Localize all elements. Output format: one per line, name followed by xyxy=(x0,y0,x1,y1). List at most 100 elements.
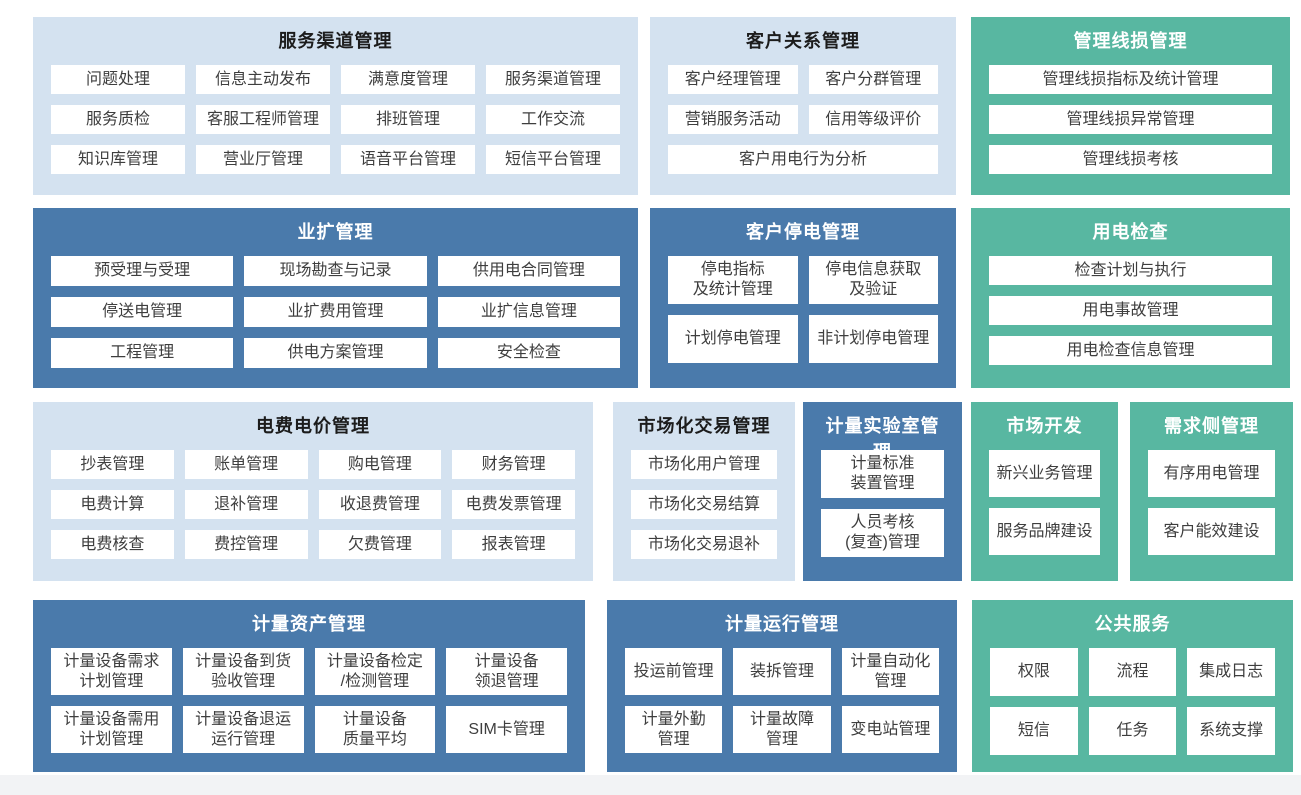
module-item: 任务 xyxy=(1088,707,1177,755)
module-item: 管理线损异常管理 xyxy=(989,105,1272,134)
panel-business-expansion: 业扩管理预受理与受理现场勘查与记录供用电合同管理停送电管理业扩费用管理业扩信息管… xyxy=(33,208,638,388)
panel-title-business-expansion: 业扩管理 xyxy=(297,222,374,242)
panel-metering-operation: 计量运行管理投运前管理装拆管理计量自动化 管理计量外勤 管理计量故障 管理变电站… xyxy=(607,600,957,772)
panel-items: 检查计划与执行用电事故管理用电检查信息管理 xyxy=(989,256,1272,365)
panel-title-billing-pricing: 电费电价管理 xyxy=(256,416,370,436)
module-item: 客户用电行为分析 xyxy=(668,145,938,174)
module-item: 用电事故管理 xyxy=(989,296,1272,325)
module-item: 用电检查信息管理 xyxy=(989,336,1272,365)
module-item: 满意度管理 xyxy=(341,65,475,94)
module-item: 非计划停电管理 xyxy=(808,315,938,363)
panel-title-customer-relationship: 客户关系管理 xyxy=(746,31,860,51)
module-item: 知识库管理 xyxy=(51,145,185,174)
module-item: 电费核查 xyxy=(51,530,174,559)
panel-public-service: 公共服务权限流程集成日志短信任务系统支撑 xyxy=(972,600,1293,772)
module-item: 工作交流 xyxy=(486,105,620,134)
module-item: 信用等级评价 xyxy=(808,105,938,134)
panel-customer-outage: 客户停电管理停电指标 及统计管理停电信息获取 及验证计划停电管理非计划停电管理 xyxy=(650,208,956,388)
module-item: 服务质检 xyxy=(51,105,185,134)
module-item: 市场化交易退补 xyxy=(631,530,777,559)
module-item: 检查计划与执行 xyxy=(989,256,1272,285)
module-item: 抄表管理 xyxy=(51,450,174,479)
module-item: 停送电管理 xyxy=(51,297,234,327)
module-item: 语音平台管理 xyxy=(341,145,475,174)
panel-items: 权限流程集成日志短信任务系统支撑 xyxy=(990,648,1275,755)
panel-items: 市场化用户管理市场化交易结算市场化交易退补 xyxy=(631,450,777,559)
module-item: 计量设备 领退管理 xyxy=(446,648,567,695)
panel-items: 管理线损指标及统计管理管理线损异常管理管理线损考核 xyxy=(989,65,1272,174)
module-item: 装拆管理 xyxy=(733,648,831,695)
module-item: 有序用电管理 xyxy=(1148,450,1275,497)
module-item: 短信平台管理 xyxy=(486,145,620,174)
panel-power-inspection: 用电检查检查计划与执行用电事故管理用电检查信息管理 xyxy=(971,208,1290,388)
module-item: 流程 xyxy=(1088,648,1177,696)
panel-title-metering-asset: 计量资产管理 xyxy=(252,614,366,634)
panel-items: 停电指标 及统计管理停电信息获取 及验证计划停电管理非计划停电管理 xyxy=(668,256,938,363)
module-item: 财务管理 xyxy=(452,450,575,479)
panel-customer-relationship: 客户关系管理客户经理管理客户分群管理营销服务活动信用等级评价客户用电行为分析 xyxy=(650,17,956,195)
panel-metering-asset: 计量资产管理计量设备需求 计划管理计量设备到货 验收管理计量设备检定 /检测管理… xyxy=(33,600,585,772)
module-item: 计量故障 管理 xyxy=(733,706,831,753)
panel-title-demand-side: 需求侧管理 xyxy=(1164,416,1259,436)
panel-title-service-channel: 服务渠道管理 xyxy=(278,31,393,51)
panel-title-customer-outage: 客户停电管理 xyxy=(746,222,860,242)
module-item: 计量自动化 管理 xyxy=(841,648,939,695)
module-item: 问题处理 xyxy=(51,65,185,94)
panel-items: 问题处理信息主动发布满意度管理服务渠道管理服务质检客服工程师管理排班管理工作交流… xyxy=(51,65,620,174)
module-item: 集成日志 xyxy=(1187,648,1275,696)
module-item: 管理线损指标及统计管理 xyxy=(989,65,1272,94)
module-item: 计量设备退运 运行管理 xyxy=(182,706,304,753)
panel-title-power-inspection: 用电检查 xyxy=(1092,222,1169,242)
module-item: 计量设备需求 计划管理 xyxy=(51,648,172,695)
module-item: 业扩信息管理 xyxy=(437,297,620,327)
module-item: SIM卡管理 xyxy=(446,706,567,753)
module-item: 计量外勤 管理 xyxy=(625,706,723,753)
module-item: 供用电合同管理 xyxy=(437,256,620,286)
module-item: 计量设备 质量平均 xyxy=(314,706,436,753)
module-item: 计量设备需用 计划管理 xyxy=(51,706,172,753)
panel-demand-side: 需求侧管理有序用电管理客户能效建设 xyxy=(1130,402,1293,581)
module-item: 服务渠道管理 xyxy=(486,65,620,94)
module-item: 管理线损考核 xyxy=(989,145,1272,174)
module-item: 购电管理 xyxy=(318,450,442,479)
module-item: 客户分群管理 xyxy=(808,65,938,94)
module-item: 停电信息获取 及验证 xyxy=(808,256,938,304)
module-item: 电费发票管理 xyxy=(452,490,575,519)
module-item: 费控管理 xyxy=(184,530,308,559)
module-item: 新兴业务管理 xyxy=(989,450,1100,497)
panel-market-development: 市场开发新兴业务管理服务品牌建设 xyxy=(971,402,1118,581)
panel-title-metering-operation: 计量运行管理 xyxy=(725,614,839,634)
module-item: 安全检查 xyxy=(437,338,620,368)
module-item: 权限 xyxy=(990,648,1078,696)
module-item: 市场化交易结算 xyxy=(631,490,777,519)
module-item: 营销服务活动 xyxy=(668,105,798,134)
module-item: 账单管理 xyxy=(184,450,308,479)
panel-service-channel: 服务渠道管理问题处理信息主动发布满意度管理服务渠道管理服务质检客服工程师管理排班… xyxy=(33,17,638,195)
panel-market-trading: 市场化交易管理市场化用户管理市场化交易结算市场化交易退补 xyxy=(613,402,795,581)
module-item: 报表管理 xyxy=(452,530,575,559)
module-item: 客户经理管理 xyxy=(668,65,798,94)
module-item: 系统支撑 xyxy=(1187,707,1275,755)
panel-items: 预受理与受理现场勘查与记录供用电合同管理停送电管理业扩费用管理业扩信息管理工程管… xyxy=(51,256,620,368)
bottom-strip xyxy=(0,775,1301,795)
panel-items: 计量设备需求 计划管理计量设备到货 验收管理计量设备检定 /检测管理计量设备 领… xyxy=(51,648,567,753)
module-item: 工程管理 xyxy=(51,338,234,368)
panel-line-loss: 管理线损管理管理线损指标及统计管理管理线损异常管理管理线损考核 xyxy=(971,17,1290,195)
panel-title-market-trading: 市场化交易管理 xyxy=(637,416,771,436)
module-item: 短信 xyxy=(990,707,1078,755)
panel-items: 计量标准 装置管理人员考核 (复查)管理 xyxy=(821,450,944,557)
module-item: 变电站管理 xyxy=(841,706,939,753)
panel-items: 客户经理管理客户分群管理营销服务活动信用等级评价客户用电行为分析 xyxy=(668,65,938,174)
module-item: 预受理与受理 xyxy=(51,256,234,286)
module-item: 排班管理 xyxy=(341,105,475,134)
panel-title-market-development: 市场开发 xyxy=(1006,416,1083,436)
module-item: 人员考核 (复查)管理 xyxy=(821,509,944,557)
module-item: 欠费管理 xyxy=(318,530,442,559)
module-item: 服务品牌建设 xyxy=(989,508,1100,555)
panel-items: 抄表管理账单管理购电管理财务管理电费计算退补管理收退费管理电费发票管理电费核查费… xyxy=(51,450,575,559)
module-item: 市场化用户管理 xyxy=(631,450,777,479)
panel-items: 投运前管理装拆管理计量自动化 管理计量外勤 管理计量故障 管理变电站管理 xyxy=(625,648,939,753)
module-item: 收退费管理 xyxy=(318,490,442,519)
module-item: 计划停电管理 xyxy=(668,315,798,363)
module-item: 信息主动发布 xyxy=(196,65,330,94)
